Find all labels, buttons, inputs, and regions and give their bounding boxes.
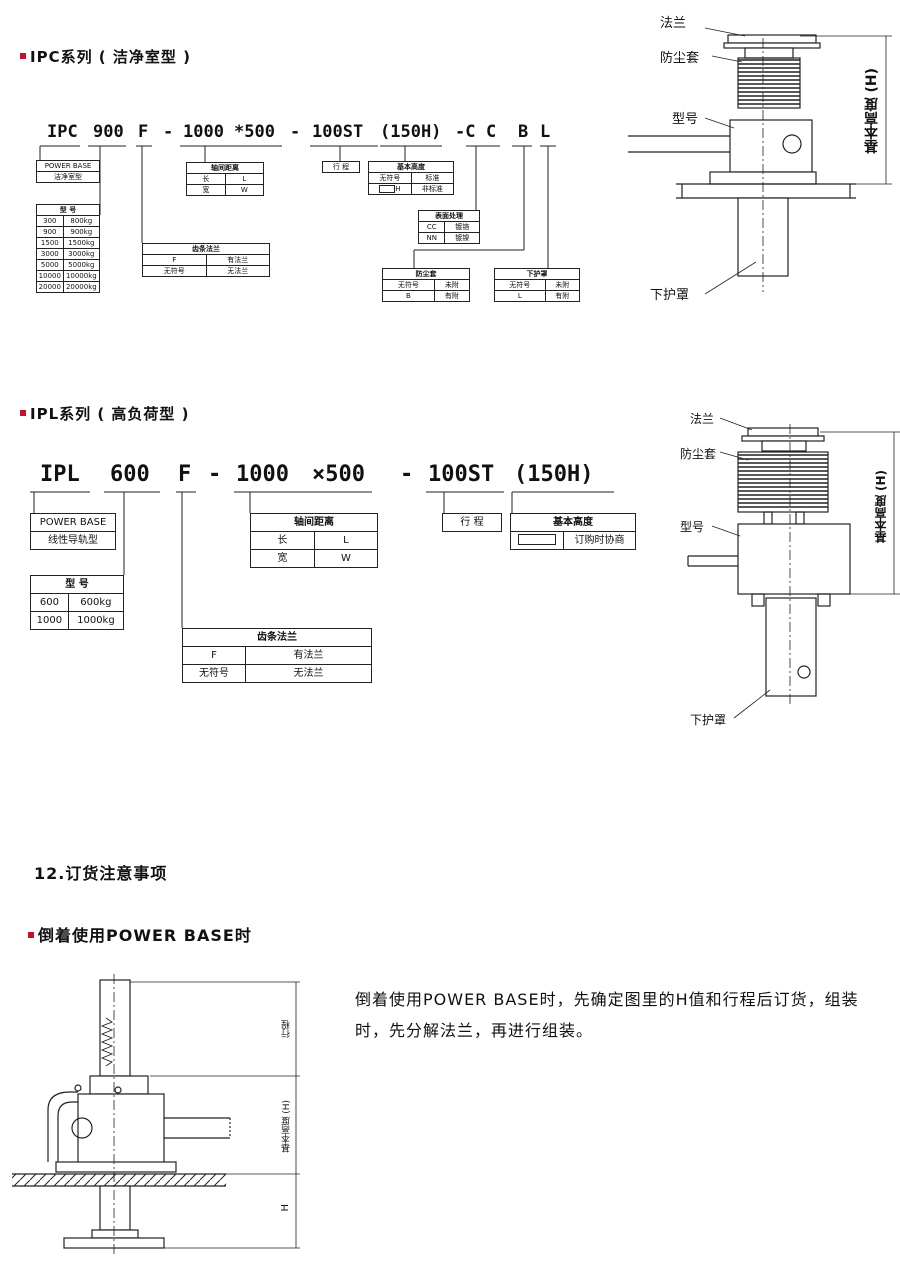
label-model: 型号 [680, 520, 705, 534]
inverted-use-text: 倒着使用POWER BASE时，先确定图里的H值和行程后订货，组装时，先分解法兰… [355, 990, 859, 1040]
code-seg: B [518, 122, 529, 142]
slot-icon [379, 184, 396, 193]
code-seg: - [163, 122, 174, 142]
stroke-label: 行 程 [322, 161, 360, 173]
inverted-use-title: 倒着使用POWER BASE时 [28, 922, 252, 946]
label-base-height: 基本高度 (H) [282, 1100, 292, 1153]
ipc-stroke-box: 行 程 [322, 161, 360, 173]
table-cell: 非标准 [410, 183, 455, 195]
table-cell: 订购时协商 [563, 531, 636, 550]
table-cell: 镀镍 [444, 232, 480, 244]
ipc-base-box: POWER BASE 洁净室型 [36, 160, 100, 183]
code-seg: 100ST [428, 462, 495, 487]
code-seg: C [486, 122, 497, 142]
table-cell: H [368, 183, 412, 195]
table-cell: 无符号 [142, 265, 207, 277]
code-seg: - [290, 122, 301, 142]
bullet-square-icon [28, 931, 34, 938]
table-cell: 无法兰 [205, 265, 270, 277]
table-cell: 20000kg [62, 281, 101, 293]
code-seg: IPC [47, 122, 78, 142]
label-lower-cover: 下护罩 [690, 713, 727, 727]
code-seg: 600 [110, 462, 150, 487]
label-stroke: 行程 [282, 1020, 292, 1038]
stroke-label: 行 程 [442, 513, 502, 532]
base-type: 线性导轨型 [30, 531, 116, 550]
code-seg: L [540, 122, 551, 142]
code-seg: F [138, 122, 149, 142]
ipl-base-box: POWER BASE 线性导轨型 [30, 513, 116, 550]
code-seg: ×500 [312, 462, 365, 487]
table-cell: 有附 [544, 290, 581, 302]
table-cell: 有附 [433, 290, 471, 302]
table-cell: W [313, 549, 379, 568]
label-flange: 法兰 [660, 16, 687, 31]
code-seg: *500 [234, 122, 275, 142]
code-seg: 100ST [312, 122, 364, 142]
bullet-square-icon [20, 409, 26, 416]
code-seg: (150H) [514, 462, 594, 487]
label-model: 型号 [672, 112, 699, 127]
bullet-square-icon [20, 52, 26, 59]
code-seg: 1000 [183, 122, 224, 142]
ipl-section-title: IPL系列 ( 高负荷型 ) [20, 403, 190, 424]
code-seg: IPL [40, 462, 80, 487]
code-seg: - [400, 462, 414, 487]
code-seg: - [208, 462, 222, 487]
table-cell: W [224, 184, 265, 196]
label-flange: 法兰 [690, 412, 715, 426]
table-cell: 10000kg [62, 270, 101, 282]
slot-icon [518, 534, 556, 545]
table-cell [510, 531, 564, 550]
table-cell: 无法兰 [245, 664, 372, 683]
code-seg: F [178, 462, 192, 487]
ipc-section-title: IPC系列 ( 洁净室型 ) [20, 46, 191, 67]
base-type: 洁净室型 [36, 171, 100, 183]
table-cell: NN [417, 232, 446, 244]
label-dust-cover: 防尘套 [660, 51, 700, 66]
code-seg: 1000 [236, 462, 289, 487]
label-dust-cover: 防尘套 [680, 447, 717, 461]
code-seg: (150H) [380, 122, 442, 142]
table-cell: 1000kg [67, 611, 125, 630]
ipl-stroke-box: 行 程 [442, 513, 502, 532]
code-seg: 900 [93, 122, 124, 142]
code-seg: -C [455, 122, 476, 142]
label-h: H [280, 1204, 291, 1212]
height-h: H [395, 184, 401, 193]
ipl-height-table: 基本高度 订购时协商 [510, 513, 636, 550]
order-notes-heading: 12.订货注意事项 [34, 864, 168, 883]
label-lower-cover: 下护罩 [650, 288, 690, 303]
